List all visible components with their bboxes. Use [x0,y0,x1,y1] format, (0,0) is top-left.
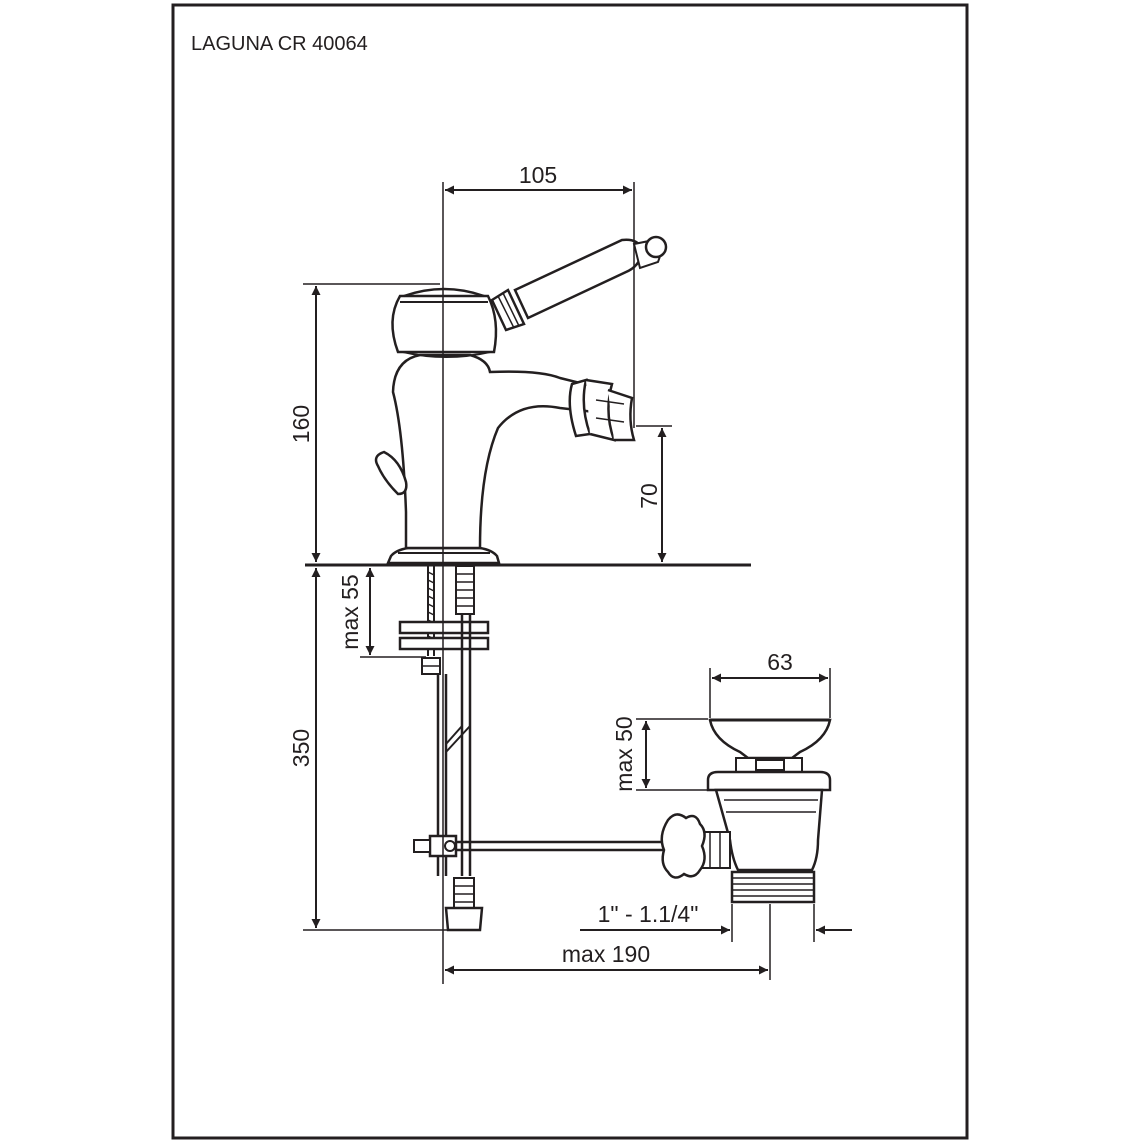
waste-plug [708,718,832,760]
mixer-column [391,353,605,550]
dim-label-thread: 1" - 1.1/4" [598,901,699,927]
dim-label-70: 70 [636,483,662,509]
waste-body [714,788,824,872]
hose-fitting-bottom [453,877,475,909]
under-deck-assembly [398,565,668,932]
dim-waste-thread: 1" - 1.1/4" [580,901,852,942]
dim-spout-height: 70 [636,425,672,562]
dim-label-350: 350 [288,729,314,767]
dim-tail-length: 350 [288,568,450,931]
dim-label-max55: max 55 [337,574,363,649]
dim-max-rod: max 190 [445,904,771,980]
mixer-head [391,294,498,354]
waste-assembly [660,718,832,904]
fixing-plate [398,636,490,651]
bidet-mixer [374,235,668,565]
dim-total-height: 160 [288,283,440,562]
dim-label-160: 160 [288,405,314,443]
lever-handle [490,235,668,332]
dim-waste-head: 63 [709,649,831,718]
waste-knurled-nut [660,813,706,879]
popup-knob [374,450,408,496]
dim-label-max50: max 50 [611,716,637,791]
dim-label-63: 63 [767,649,793,675]
waste-thread [730,870,816,904]
dim-label-105: 105 [519,162,557,188]
dim-max-waste: max 50 [611,716,708,792]
drawing-frame [171,3,969,1140]
dim-label-max190: max 190 [562,941,650,967]
drawing-title: LAGUNA CR 40064 [191,33,368,55]
nozzle-head [568,378,636,442]
dim-max-deck: max 55 [337,568,426,658]
fixing-washer [398,620,490,635]
dim-spout-reach: 105 [442,162,635,984]
